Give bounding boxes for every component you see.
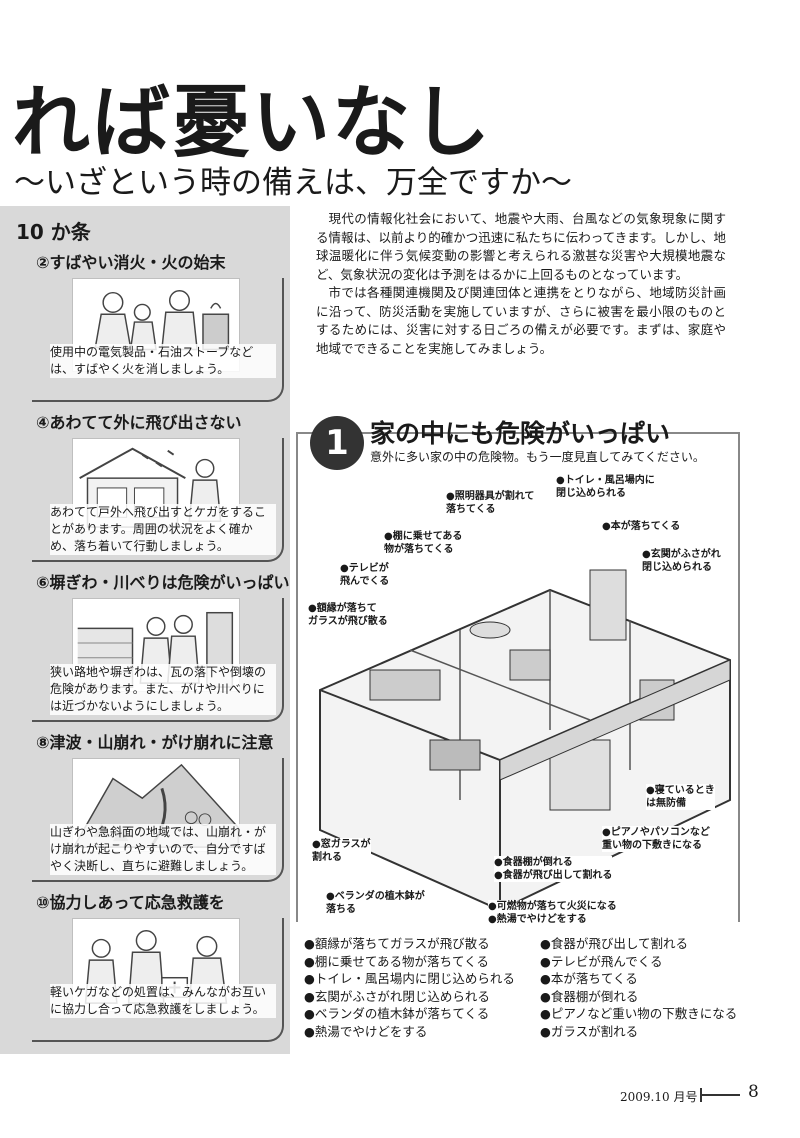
- section-number-badge: 1: [310, 416, 364, 470]
- tip-title: ⑩協力しあって応急救護を: [36, 893, 225, 912]
- list-item: ●ピアノなど重い物の下敷きになる: [540, 1006, 738, 1021]
- tip-text: 狭い路地や塀ぎわは、瓦の落下や倒壊の危険があります。また、がけや川べりには近づか…: [50, 664, 276, 715]
- callout-piano: ●ピアノやパソコンなど 重い物の下敷きになる: [602, 826, 710, 852]
- tip-box: あわてて戸外へ飛び出すとケガをすることがあります。周囲の状況をよく確かめ、落ち着…: [32, 438, 284, 562]
- tip-box: 使用中の電気製品・石油ストーブなどは、すばやく火を消しましょう。: [32, 278, 284, 402]
- sidebar-title: 10 か条: [16, 220, 91, 244]
- hazard-bullet-list: ●額縁が落ちてガラスが飛び散る ●食器が飛び出して割れる ●棚に乗せてある物が落…: [304, 936, 764, 1040]
- tip-item-10: ⑩協力しあって応急救護を 軽いケガなどの処置は、みんながお互いに協力し合って応急…: [32, 892, 284, 1042]
- callout-cupboard: ●食器棚が倒れる ●食器が飛び出して割れる: [494, 856, 613, 882]
- tip-title: ②すばやい消火・火の始末: [36, 253, 226, 272]
- callout-veranda: ●ベランダの植木鉢が 落ちる: [326, 890, 425, 916]
- list-item: ●テレビが飛んでくる: [540, 953, 663, 969]
- list-item: ●本が落ちてくる: [540, 971, 638, 986]
- list-item: ●熱湯でやけどをする: [304, 1023, 428, 1039]
- tip-text: あわてて戸外へ飛び出すとケガをすることがあります。周囲の状況をよく確かめ、落ち着…: [50, 504, 276, 555]
- tip-title: ④あわてて外に飛び出さない: [36, 413, 242, 432]
- tip-box: 山ぎわや急斜面の地域では、山崩れ・がけ崩れが起こりやすいので、自分ですばやく決断…: [32, 758, 284, 882]
- tip-item-8: ⑧津波・山崩れ・がけ崩れに注意 山ぎわや急斜面の地域では、山崩れ・がけ崩れが起こ…: [32, 732, 284, 882]
- callout-tv: ●テレビが 飛んでくる: [340, 562, 390, 588]
- list-item: ●トイレ・風呂場内に閉じ込められる: [304, 971, 515, 986]
- family-stove-illustration: [94, 290, 230, 351]
- intro-text: 現代の情報化社会において、地震や大雨、台風などの気象現象に関する情報は、以前より…: [316, 210, 726, 358]
- issue-date: 2009.10 月号: [620, 1090, 698, 1104]
- tip-box: 狭い路地や塀ぎわは、瓦の落下や倒壊の危険があります。また、がけや川べりには近づか…: [32, 598, 284, 722]
- callout-frame: ●額縁が落ちて ガラスが飛び散る: [308, 602, 388, 628]
- callout-sleeping: ●寝ているとき は無防備: [646, 784, 715, 810]
- section-title: 家の中にも危険がいっぱい: [370, 419, 671, 448]
- list-item: ●ガラスが割れる: [540, 1023, 639, 1039]
- footer-rule: [700, 1094, 740, 1096]
- list-item: ●額縁が落ちてガラスが飛び散る: [304, 936, 490, 951]
- tip-title: ⑧津波・山崩れ・がけ崩れに注意: [36, 733, 274, 752]
- callout-shelf: ●棚に乗せてある 物が落ちてくる: [384, 530, 463, 556]
- tip-item-4: ④あわてて外に飛び出さない あわてて戸外へ飛び出すとケガをすることがあります。周…: [32, 412, 284, 562]
- callout-toilet: ●トイレ・風呂場内に 閉じ込められる: [556, 474, 655, 500]
- list-item: ●ベランダの植木鉢が落ちてくる: [304, 1006, 490, 1021]
- tip-text: 使用中の電気製品・石油ストーブなどは、すばやく火を消しましょう。: [50, 344, 276, 378]
- page-subtitle: ～いざという時の備えは、万全ですか～: [14, 165, 572, 201]
- tip-text: 軽いケガなどの処置は、みんながお互いに協力し合って応急救護をしましょう。: [50, 984, 276, 1018]
- tip-item-6: ⑥塀ぎわ・川べりは危険がいっぱい 狭い路地や塀ぎわは、瓦の落下や倒壊の危険があり…: [32, 572, 290, 722]
- list-item: ●棚に乗せてある物が落ちてくる: [304, 953, 489, 969]
- tip-text: 山ぎわや急斜面の地域では、山崩れ・がけ崩れが起こりやすいので、自分ですばやく決断…: [50, 824, 276, 875]
- callout-lighting: ●照明器具が割れて 落ちてくる: [446, 490, 535, 516]
- tip-box: 軽いケガなどの処置は、みんながお互いに協力し合って応急救護をしましょう。: [32, 918, 284, 1042]
- intro-paragraph-1: 現代の情報化社会において、地震や大雨、台風などの気象現象に関する情報は、以前より…: [316, 211, 727, 282]
- tips-sidebar: 10 か条 ②すばやい消火・火の始末 使用中の電気製品・石油ストーブなどは、すば…: [0, 206, 290, 1054]
- callout-books: ●本が落ちてくる: [602, 520, 681, 533]
- callout-entrance: ●玄関がふさがれ 閉じ込められる: [642, 548, 721, 574]
- tip-title: ⑥塀ぎわ・川べりは危険がいっぱい: [36, 573, 290, 592]
- section-subtitle: 意外に多い家の中の危険物。もう一度見直してみてください。: [370, 450, 705, 464]
- callout-fire: ●可燃物が落ちて火災になる ●熱湯でやけどをする: [488, 900, 617, 926]
- list-item: ●玄関がふさがれ閉じ込められる: [304, 988, 490, 1004]
- list-item: ●食器が飛び出して割れる: [540, 936, 689, 951]
- page-title: れば憂いなし: [12, 78, 493, 168]
- callout-window: ●窓ガラスが 割れる: [312, 838, 371, 864]
- tip-item-2: ②すばやい消火・火の始末 使用中の電気製品・石油ストーブなどは、すばやく火を消し…: [32, 252, 284, 402]
- intro-paragraph-2: 市では各種関連機関及び関連団体と連携をとりながら、地域防災計画に沿って、防災活動…: [316, 285, 726, 356]
- list-item: ●食器棚が倒れる: [540, 988, 639, 1004]
- page-number: 8: [748, 1082, 759, 1102]
